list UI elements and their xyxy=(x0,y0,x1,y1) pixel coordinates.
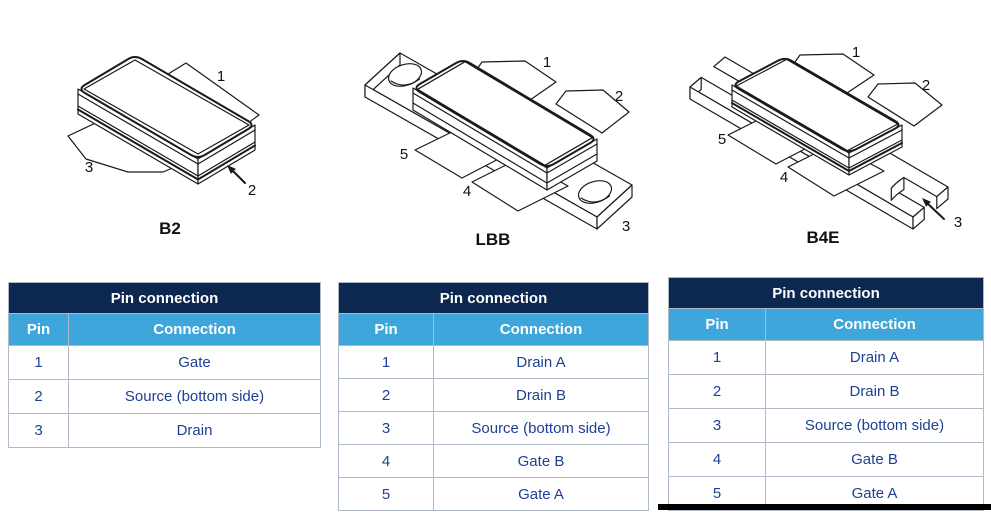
table-row: 2 Drain B xyxy=(668,374,984,409)
pin-connection: Source (bottom side) xyxy=(68,379,321,414)
pin-connection: Gate A xyxy=(433,477,649,511)
b2-pin-callout-3: 3 xyxy=(85,159,93,176)
pin-connection: Source (bottom side) xyxy=(433,411,649,445)
pin-number: 2 xyxy=(338,378,434,412)
pin-number: 1 xyxy=(8,345,69,380)
b4e-pin-callout-1: 1 xyxy=(852,44,860,61)
col-header-pin: Pin xyxy=(338,313,434,346)
pin-connection: Drain A xyxy=(433,345,649,379)
pin-number: 5 xyxy=(338,477,434,511)
pin-number: 1 xyxy=(668,340,766,375)
pin-connection: Gate B xyxy=(765,442,984,477)
pin-number: 3 xyxy=(668,408,766,443)
pin-connection: Drain xyxy=(68,413,321,448)
pin-number: 2 xyxy=(668,374,766,409)
table-row: 1 Gate xyxy=(8,345,321,380)
lbb-mounting-hole-top xyxy=(386,60,425,90)
col-header-pin: Pin xyxy=(8,313,69,346)
pin-connection: Gate B xyxy=(433,444,649,478)
lbb-pin-callout-3: 3 xyxy=(622,218,630,235)
b2-pin2-arrow xyxy=(227,165,245,183)
b2-pin-table: Pin connection Pin Connection 1 Gate 2 S… xyxy=(8,282,321,448)
lbb-lead-4 xyxy=(472,159,568,211)
table-row: 2 Source (bottom side) xyxy=(8,379,321,414)
table-row: 3 Drain xyxy=(8,413,321,448)
b4e-pin3-arrow xyxy=(922,198,944,219)
b4e-package-label: B4E xyxy=(806,228,839,247)
lbb-pin-table: Pin connection Pin Connection 1 Drain A … xyxy=(338,282,649,511)
pin-number: 1 xyxy=(338,345,434,379)
lbb-pin-callout-1: 1 xyxy=(543,54,551,71)
table-title: Pin connection xyxy=(668,277,984,309)
table-row: 3 Source (bottom side) xyxy=(668,408,984,443)
col-header-connection: Connection xyxy=(765,308,984,341)
lbb-lead-2 xyxy=(556,90,629,133)
b4e-package-body xyxy=(732,59,902,175)
b2-pin-callout-2: 2 xyxy=(248,182,256,199)
table-title: Pin connection xyxy=(8,282,321,314)
table-row: 1 Drain A xyxy=(338,345,649,379)
pin-connection: Drain A xyxy=(765,340,984,375)
lbb-pin-callout-5: 5 xyxy=(400,146,408,163)
lbb-pin-callout-4: 4 xyxy=(463,183,471,200)
table-subheader-row: Pin Connection xyxy=(338,313,649,346)
lbb-package-body xyxy=(413,61,597,190)
b4e-package-drawing: 1 2 3 4 5 B4E xyxy=(680,44,962,247)
col-header-connection: Connection xyxy=(68,313,321,346)
b4e-pin-callout-5: 5 xyxy=(718,131,726,148)
pin-connection: Source (bottom side) xyxy=(765,408,984,443)
lbb-package-drawing: 1 2 3 4 5 LBB xyxy=(360,40,650,249)
lbb-package-label: LBB xyxy=(476,230,511,249)
table-row: 5 Gate A xyxy=(338,477,649,511)
table-title: Pin connection xyxy=(338,282,649,314)
table-subheader-row: Pin Connection xyxy=(668,308,984,341)
table-row: 4 Gate B xyxy=(338,444,649,478)
pin-number: 3 xyxy=(8,413,69,448)
b4e-slot-inner-wall xyxy=(891,178,904,201)
pin-number: 3 xyxy=(338,411,434,445)
b4e-pin-table: Pin connection Pin Connection 1 Drain A … xyxy=(668,277,984,511)
pin-number: 4 xyxy=(338,444,434,478)
pin-number: 2 xyxy=(8,379,69,414)
table-title-row: Pin connection xyxy=(8,282,321,314)
pin-connection: Drain B xyxy=(433,378,649,412)
b4e-pin-callout-3: 3 xyxy=(954,214,962,231)
b4e-pin-callout-2: 2 xyxy=(922,77,930,94)
section-divider-bar xyxy=(658,504,991,510)
b4e-lead-2 xyxy=(868,83,942,126)
table-row: 3 Source (bottom side) xyxy=(338,411,649,445)
pin-number: 4 xyxy=(668,442,766,477)
lbb-mounting-hole-bottom xyxy=(576,177,615,207)
col-header-connection: Connection xyxy=(433,313,649,346)
table-subheader-row: Pin Connection xyxy=(8,313,321,346)
b2-package-body xyxy=(78,57,255,184)
pin-connection: Drain B xyxy=(765,374,984,409)
b4e-pin-callout-4: 4 xyxy=(780,169,788,186)
b2-pin-callout-1: 1 xyxy=(217,68,225,85)
col-header-pin: Pin xyxy=(668,308,766,341)
table-row: 2 Drain B xyxy=(338,378,649,412)
table-row: 4 Gate B xyxy=(668,442,984,477)
b2-package-drawing: 1 2 3 B2 xyxy=(55,45,275,238)
b2-package-label: B2 xyxy=(159,219,181,238)
lbb-pin-callout-2: 2 xyxy=(615,88,623,105)
table-row: 1 Drain A xyxy=(668,340,984,375)
table-title-row: Pin connection xyxy=(338,282,649,314)
table-title-row: Pin connection xyxy=(668,277,984,309)
pin-connection: Gate xyxy=(68,345,321,380)
